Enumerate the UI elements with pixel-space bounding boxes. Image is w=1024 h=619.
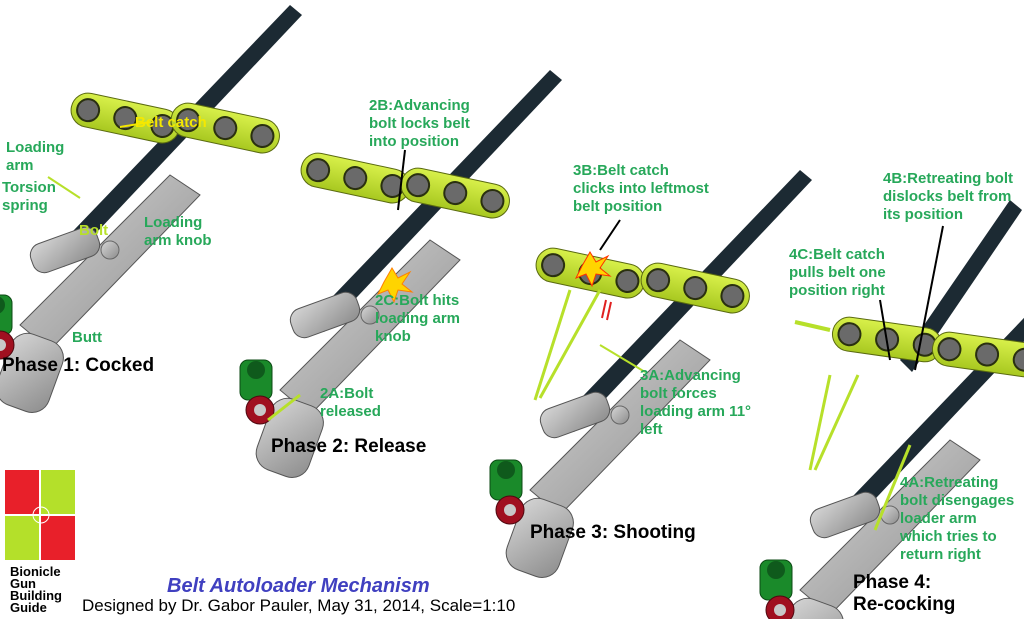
label-4b: 4B:Retreating bolt dislocks belt from it…	[883, 170, 1014, 223]
arrow-icon	[808, 374, 860, 471]
arrow-icon	[267, 393, 301, 422]
bggg-logo	[5, 470, 75, 560]
label-3a: 3A:Advancing bolt forces loading arm 11°…	[640, 367, 752, 438]
arrow-icon	[794, 320, 831, 332]
logo-caption: Bionicle Gun Building Guide	[10, 564, 62, 615]
motion-lines-icon	[601, 299, 612, 321]
phase-2-title: Phase 2: Release	[271, 436, 427, 457]
impact-burst-icon	[376, 267, 414, 304]
figure-title: Belt Autoloader Mechanism	[167, 575, 430, 597]
label-4a: 4A:Retreating bolt disengages loader arm…	[900, 474, 1015, 563]
figure-credit: Designed by Dr. Gabor Pauler, May 31, 20…	[82, 596, 516, 615]
phase-3-title: Phase 3: Shooting	[530, 522, 696, 543]
label-3b: 3B:Belt catch clicks into leftmost belt …	[573, 162, 709, 215]
label-2c: 2C:Bolt hits loading arm knob	[375, 292, 461, 345]
label-bolt: Bolt	[79, 222, 109, 239]
label-2b: 2B:Advancing bolt locks belt into positi…	[369, 97, 470, 150]
label-2a: 2A:Bolt released	[320, 385, 381, 420]
label-4c: 4C:Belt catch pulls belt one position ri…	[789, 246, 886, 299]
label-loading-arm-knob: Loading arm knob	[144, 214, 212, 249]
phase-4-title: Phase 4: Re-cocking	[853, 572, 956, 615]
phase-1-title: Phase 1: Cocked	[2, 355, 155, 376]
label-belt-catch: Belt catch	[135, 114, 207, 131]
label-butt: Butt	[72, 329, 102, 346]
arrow-icon	[533, 289, 602, 401]
label-torsion-spring: Torsion spring	[2, 179, 56, 214]
arrow-icon	[873, 444, 912, 531]
label-loading-arm: Loading arm	[6, 139, 65, 174]
impact-burst-icon	[574, 251, 612, 288]
